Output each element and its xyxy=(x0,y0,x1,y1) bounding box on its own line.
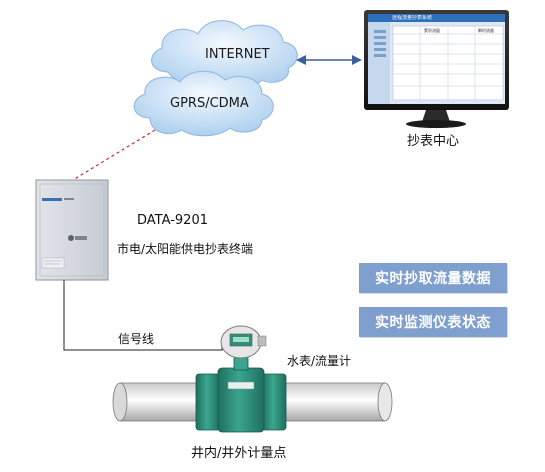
signal-cable-label: 信号线 xyxy=(118,332,155,346)
terminal-box xyxy=(35,179,109,281)
gprs-label: GPRS/CDMA xyxy=(170,96,249,111)
monitor-screen-title: 远程流量抄表系统 xyxy=(392,15,433,21)
feature-realtime-read: 实时抄取流量数据 xyxy=(359,263,507,293)
monitor xyxy=(364,10,509,128)
network-arrow xyxy=(296,55,362,65)
terminal-model: DATA-9201 xyxy=(137,213,208,228)
feature-status-monitor: 实时监测仪表状态 xyxy=(359,307,507,337)
monitor-caption: 抄表中心 xyxy=(407,134,460,149)
flowmeter xyxy=(195,325,287,433)
monitor-header-1: 累积流量 xyxy=(424,28,440,33)
wireless-link xyxy=(67,129,156,184)
internet-label: INTERNET xyxy=(205,47,270,62)
monitor-header-2: 瞬时流量 xyxy=(478,28,494,33)
flowmeter-label: 水表/流量计 xyxy=(287,354,352,368)
gprs-cloud xyxy=(133,70,274,137)
metering-point-label: 井内/井外计量点 xyxy=(191,446,287,461)
terminal-description: 市电/太阳能供电抄表终端 xyxy=(117,242,254,256)
